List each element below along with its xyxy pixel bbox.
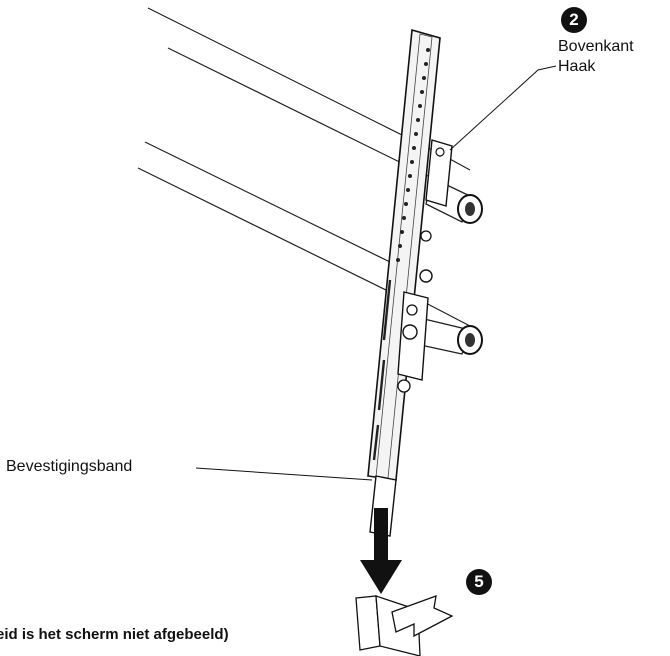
bracket-holes [396,48,430,262]
strap-label: Bevestigingsband [6,458,133,475]
step-5-badge: 5 [466,569,492,595]
leader-strap [195,467,373,481]
step-2-badge: 2 [561,7,587,33]
upper-rail-top-edge [147,7,433,151]
lower-rail-top-edge [144,141,391,263]
leader-top-hook [449,65,557,151]
caption: eid is het scherm niet afgebeeld) [0,626,229,643]
upper-rail-bottom-edge [167,47,433,179]
wall-rails [137,7,471,353]
locking-knob [419,269,433,283]
top-hook-label-line1: Bovenkant [558,38,634,55]
leader-lines [195,65,557,481]
bracket-slots [372,279,392,461]
lower-rail-bottom-edge [137,167,391,293]
down-arrow [360,508,402,594]
top-hook [425,139,453,207]
vertical-bracket [367,28,453,481]
step-5-box [355,595,454,656]
top-hook-label-line2: Haak [558,58,596,75]
